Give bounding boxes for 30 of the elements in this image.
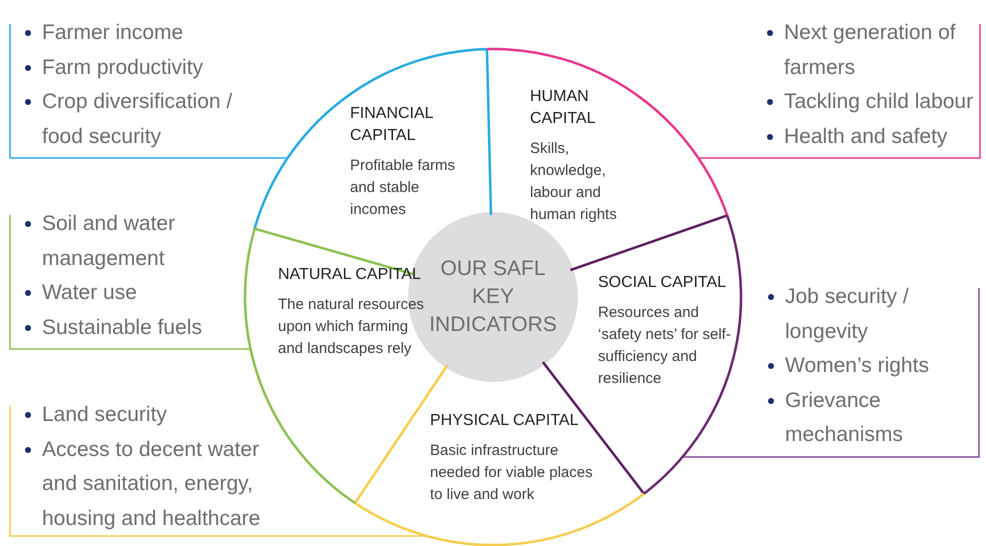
sector-heading: PHYSICAL CAPITAL [430,411,580,431]
leader-line [698,24,981,159]
list-item: Job security / longevity [765,280,979,349]
list-item: Grievance mechanisms [765,384,979,452]
leader-line [682,288,980,458]
leader-line [9,215,251,350]
sector-description: Resources and ‘safety nets’ for self-sufficiency and resilience [598,303,732,389]
sector-heading: FINANCIAL CAPITAL [350,104,434,146]
sector-description: Skills, knowledge, labour and human rights [530,139,618,225]
list-item: Women’s rights [765,349,979,384]
list-item: Soil and water management [22,207,250,276]
list-item: Farmer income [22,16,275,50]
list-item: Sustainable fuels [22,310,250,345]
list-item: Farm productivity [22,50,275,85]
list-item: Access to decent water and sanitation, energy, housing and healthcare [22,432,275,536]
list-item: Health and safety [764,120,980,154]
leader-line [9,406,427,537]
list-item: Next generation of farmers [764,16,980,85]
list-item: Crop diversification / food security [22,85,275,154]
sector-description: Profitable farms and stable incomes [350,156,456,220]
sector-heading: SOCIAL CAPITAL [598,273,728,293]
list-item: Land security [22,398,275,432]
sector-heading: HUMAN CAPITAL [530,87,596,129]
sector-description: The natural resources upon which farming and landscapes rely [278,295,425,359]
list-item: Water use [22,276,250,310]
list-item: Tackling child labour [764,85,980,120]
leader-line [9,24,288,159]
center-title: OUR SAFL KEY INDICATORS [428,256,558,338]
sector-description: Basic infrastructure needed for viable places to live and work [430,441,594,505]
sector-heading: NATURAL CAPITAL [278,265,422,285]
